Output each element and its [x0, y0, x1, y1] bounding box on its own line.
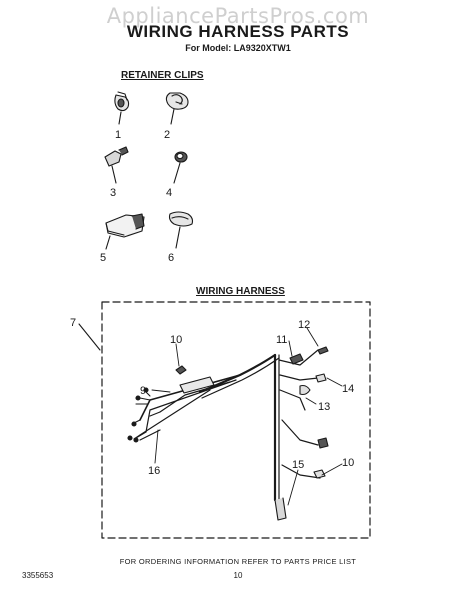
- page-number: 10: [233, 571, 243, 580]
- callout-11: 11: [276, 334, 287, 346]
- callout-13: 13: [318, 401, 330, 413]
- callout-14: 14: [342, 383, 354, 395]
- harness-boundary: [101, 301, 371, 539]
- leader-7: [78, 323, 101, 351]
- retainer-clips-heading: RETAINER CLIPS: [121, 70, 204, 81]
- retainer-clip-4: [173, 151, 188, 184]
- model-subtitle: For Model: LA9320XTW1: [185, 43, 291, 53]
- callout-2: 2: [164, 129, 170, 141]
- ordering-note: FOR ORDERING INFORMATION REFER TO PARTS …: [119, 557, 357, 566]
- callout-6: 6: [168, 252, 174, 264]
- wiring-harness-heading: WIRING HARNESS: [196, 286, 285, 297]
- callout-5: 5: [100, 252, 106, 264]
- page-title: WIRING HARNESS PARTS: [126, 22, 350, 41]
- callout-16: 16: [148, 465, 160, 477]
- callout-7: 7: [70, 317, 76, 329]
- callout-10-upper: 10: [170, 334, 182, 346]
- retainer-clip-5: [105, 213, 145, 250]
- callout-15: 15: [292, 459, 304, 471]
- watermark-text: AppliancePartsPros.com: [106, 4, 370, 28]
- callout-12: 12: [298, 319, 310, 331]
- wiring-harness: [127, 346, 329, 521]
- retainer-clip-3: [104, 146, 129, 184]
- document-number: 3355653: [22, 571, 54, 580]
- callout-10-lower: 10: [342, 457, 354, 469]
- callout-leaders: [151, 327, 343, 506]
- callout-1: 1: [115, 129, 121, 141]
- callout-9: 9: [140, 385, 146, 397]
- retainer-clip-1: [114, 91, 130, 125]
- retainer-clip-2: [165, 92, 189, 125]
- retainer-clip-6: [168, 211, 194, 249]
- callout-4: 4: [166, 187, 172, 199]
- callout-3: 3: [110, 187, 116, 199]
